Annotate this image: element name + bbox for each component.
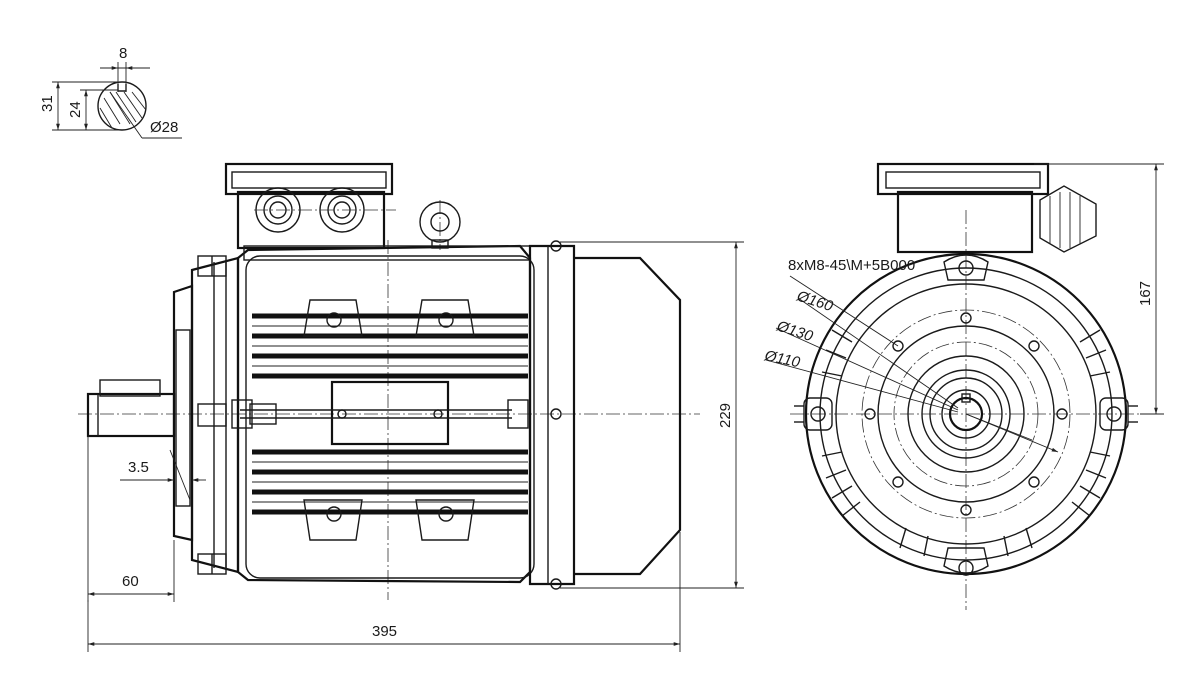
overall-height-label: 229 <box>717 403 734 428</box>
shaft-height-total-label: 31 <box>39 95 56 112</box>
shaft-height-key-label: 24 <box>67 101 84 118</box>
pcd-130-label: Ø130 <box>774 317 816 345</box>
overall-length-label: 395 <box>372 623 397 640</box>
shaft-length-label: 60 <box>122 573 139 590</box>
pcd-160-label: Ø160 <box>794 287 836 315</box>
shaft-section-detail: 8 31 24 Ø28 <box>39 45 182 139</box>
cooling-fins <box>252 313 528 515</box>
pcd-110-label: Ø110 <box>762 347 802 371</box>
shaft-diameter-label: Ø28 <box>150 119 178 136</box>
terminal-height-label: 167 <box>1137 281 1154 306</box>
bolt-spec-label: 8xM8-45\M+5B000 <box>788 257 915 274</box>
motor-side-view: 3.5 60 395 229 <box>78 162 744 652</box>
flange-offset-label: 3.5 <box>128 459 149 476</box>
key-width-label: 8 <box>119 45 127 62</box>
motor-end-view: 8xM8-45\M+5B000 Ø160 Ø130 Ø110 167 <box>762 162 1164 610</box>
